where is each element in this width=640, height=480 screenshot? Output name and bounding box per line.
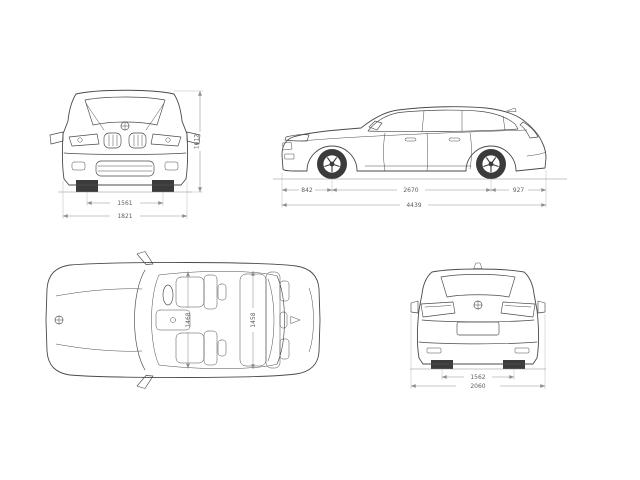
front-door-handle <box>404 137 417 142</box>
front-dimensions: 1612 1561 1821 <box>62 90 203 220</box>
rear-wheel <box>476 149 506 179</box>
right-taillight <box>500 301 536 318</box>
rear-track-dim-label: 1562 <box>470 374 485 381</box>
front-view: 1612 1561 1821 <box>49 89 203 220</box>
left-mirror-icon <box>136 251 154 265</box>
side-view: 842 2670 927 4439 <box>273 106 567 209</box>
rear-window-arc <box>276 275 285 365</box>
right-reflector <box>514 347 530 354</box>
front-left-wheel <box>76 180 98 192</box>
rear-door-handle <box>448 137 461 142</box>
shark-fin-antenna-icon <box>506 107 517 112</box>
rear-overhang-dim-label: 927 <box>513 187 525 194</box>
side-mirror-icon <box>368 120 383 131</box>
wheelbase-dim-label: 2670 <box>403 187 418 194</box>
interior-width-front-dim-label: 1468 <box>185 312 192 327</box>
front-overhang-dim-label: 842 <box>301 187 313 194</box>
front-width-dim-label: 1821 <box>117 213 132 220</box>
front-height-dim-label: 1612 <box>194 134 201 149</box>
right-mirror-icon <box>136 375 154 389</box>
left-headlight <box>68 133 100 147</box>
license-plate <box>456 321 500 336</box>
top-dimensions: 1468 1458 <box>185 270 257 370</box>
rear-car-outline <box>410 262 546 370</box>
steering-wheel <box>162 284 174 306</box>
right-headlight <box>150 133 182 147</box>
left-foglight <box>71 161 86 171</box>
side-car-outline <box>273 106 567 180</box>
rear-view: 1562 2060 <box>410 262 546 390</box>
rear-left-wheel <box>431 360 453 369</box>
right-mirror-icon <box>537 300 546 314</box>
front-car-outline <box>49 89 201 193</box>
overall-length-dim-label: 4439 <box>406 202 421 209</box>
right-foglight <box>164 161 179 171</box>
left-taillight <box>420 301 456 318</box>
side-dimensions: 842 2670 927 4439 <box>281 170 547 209</box>
taillight <box>519 121 539 139</box>
center-console <box>155 309 191 331</box>
top-view: 1468 1458 <box>45 251 321 389</box>
left-reflector <box>426 347 442 354</box>
right-mirror-icon <box>186 131 201 145</box>
rear-bench-seat <box>239 271 290 369</box>
headlight <box>284 134 310 142</box>
lower-air-intake <box>95 160 155 177</box>
shark-fin-antenna-icon <box>473 262 483 269</box>
front-seats <box>175 274 227 366</box>
kidney-grille <box>103 132 147 149</box>
front-track-dim-label: 1561 <box>117 200 132 207</box>
brand-roundel-icon <box>473 300 483 310</box>
rear-dimensions: 1562 2060 <box>410 314 546 390</box>
rear-window <box>440 274 516 298</box>
brand-roundel-icon <box>120 121 130 131</box>
rear-width-mirrors-dim-label: 2060 <box>470 383 485 390</box>
front-wheel <box>317 149 347 179</box>
brand-roundel-icon <box>54 315 64 325</box>
windshield-arc <box>134 269 146 371</box>
interior-width-rear-dim-label: 1458 <box>250 312 257 327</box>
top-car-outline <box>45 251 321 389</box>
rear-right-wheel <box>503 360 525 369</box>
side-windows <box>367 109 519 133</box>
left-mirror-icon <box>410 300 419 314</box>
shark-fin-antenna-icon <box>290 316 301 324</box>
left-mirror-icon <box>49 131 64 145</box>
front-right-wheel <box>152 180 174 192</box>
windshield <box>84 96 166 126</box>
